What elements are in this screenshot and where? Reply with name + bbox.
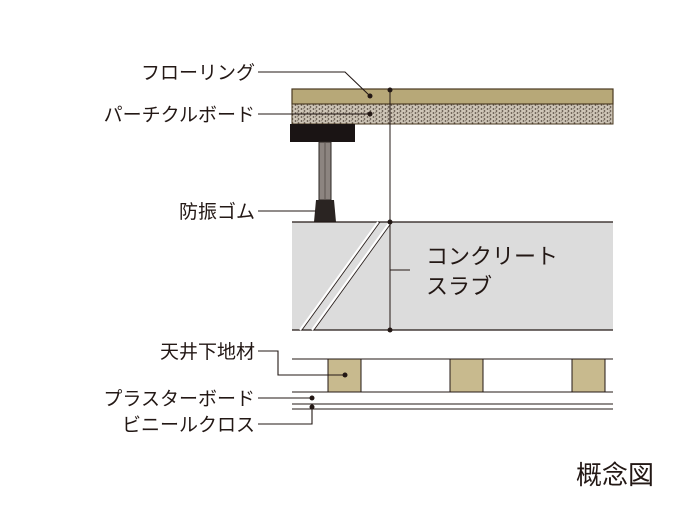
flooring-layer bbox=[291, 88, 614, 105]
ceiling-joist bbox=[449, 358, 484, 393]
ceiling-frame-label: 天井下地材 bbox=[160, 341, 255, 363]
plaster-board-label: プラスターボード bbox=[103, 388, 255, 410]
vinyl-cloth-label: ビニールクロス bbox=[122, 414, 255, 436]
floor-support bbox=[290, 124, 355, 222]
rubber-pad bbox=[314, 200, 336, 222]
leader-lines bbox=[258, 71, 410, 425]
flooring-label: フローリング bbox=[141, 62, 255, 84]
slab-label-line2: スラブ bbox=[426, 275, 492, 300]
ceiling-joist bbox=[571, 358, 606, 393]
rubber-label: 防振ゴム bbox=[179, 201, 255, 223]
slab-label-line1: コンクリート bbox=[426, 245, 558, 270]
concept-label: 概念図 bbox=[576, 461, 654, 491]
concrete-slab bbox=[292, 221, 613, 331]
particle-board-label: パーチクルボード bbox=[104, 104, 255, 126]
plaster-board-layer bbox=[292, 391, 613, 410]
thickness-dimension bbox=[387, 87, 393, 333]
